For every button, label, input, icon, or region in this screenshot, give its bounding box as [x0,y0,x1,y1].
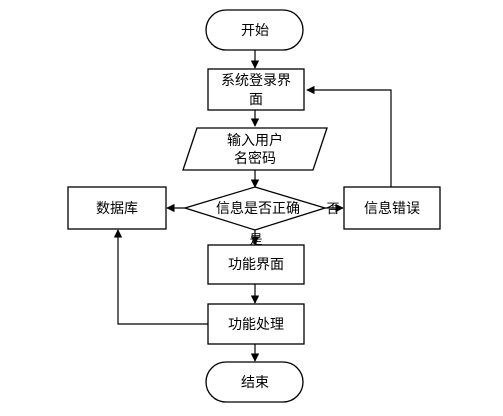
edge-error-to-login [306,85,392,187]
error-node: 信息错误 [343,186,441,230]
end-node: 结束 [205,361,304,403]
edge-process-to-database [113,229,208,325]
start-node: 开始 [205,9,304,51]
login-screen-node: 系统登录界 面 [207,68,305,111]
login-screen-label-line1: 系统登录界 [221,73,291,89]
edges [113,50,392,362]
function-screen-node: 功能界面 [207,244,305,285]
decision-label: 信息是否正确 [216,200,300,217]
end-label: 结束 [241,375,269,391]
input-credentials-node: 输入用户 名密码 [182,127,328,171]
database-node: 数据库 [67,186,167,230]
input-credentials-label-line2: 名密码 [234,150,276,167]
no-label: 否 [326,202,339,217]
database-label: 数据库 [96,201,138,217]
login-screen-label-line2: 面 [249,92,263,108]
yes-label: 是 [249,233,262,248]
input-credentials-label-line1: 输入用户 [227,132,283,149]
function-process-label: 功能处理 [228,317,284,333]
error-label: 信息错误 [364,200,420,217]
start-label: 开始 [241,23,269,39]
function-screen-label: 功能界面 [228,257,284,273]
decision-node: 信息是否正确 [182,186,328,231]
function-process-node: 功能处理 [207,303,305,345]
